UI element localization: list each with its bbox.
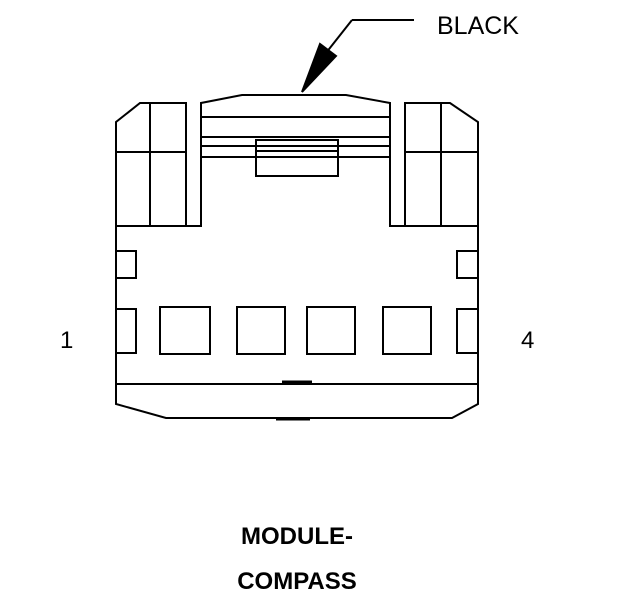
- caption-line-1: MODULE-: [241, 523, 353, 550]
- bottom-rail: [116, 380, 478, 421]
- pin-cavity-5: [382, 306, 432, 355]
- pin-cavity-4: [306, 306, 356, 355]
- callout-leader: [301, 19, 414, 93]
- pin-cavity-row: [115, 306, 479, 355]
- pin-label-right: 4: [521, 327, 534, 354]
- caption-line-2: COMPASS: [237, 568, 357, 595]
- side-window-left-upper: [115, 250, 137, 279]
- pin-cavity-2: [159, 306, 211, 355]
- pin-cavity-6: [456, 308, 479, 354]
- color-label: BLACK: [437, 12, 519, 40]
- pin-cavity-3: [236, 306, 286, 355]
- lock-tab: [201, 116, 390, 177]
- pin-label-left: 1: [60, 327, 73, 354]
- pin-cavity-1: [115, 308, 137, 354]
- right-latch: [390, 103, 478, 227]
- connector-body: [115, 94, 479, 419]
- left-latch: [116, 103, 201, 227]
- side-window-right-upper: [456, 250, 479, 279]
